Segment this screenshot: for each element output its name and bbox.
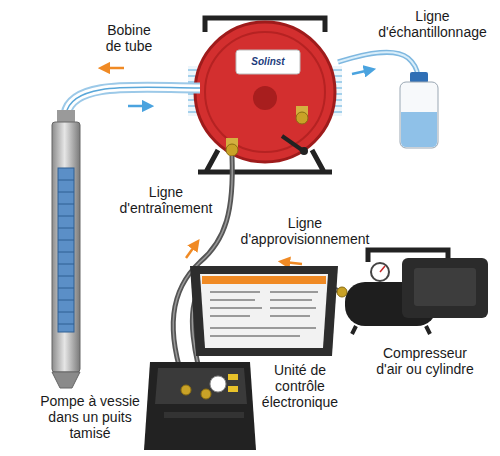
tube-reel-part [282,136,302,150]
sample-bottle-part [410,72,428,83]
control-unit-part [202,276,326,284]
air-compressor-part [402,258,488,318]
part-label: Pompe à vessie dans un puits tamisé [34,393,146,441]
sampling-tube-part [338,52,418,76]
control-unit-part [144,362,256,450]
control-unit-part [228,374,238,380]
flow-arrow-part [104,67,124,70]
part-label: Ligne d'approvisionnement [232,215,378,247]
sample-bottle [400,72,438,148]
flow-arrow-part [128,105,148,108]
reel-fittings [226,106,308,156]
tube-reel-part [236,50,300,74]
bladder-pump-part [58,180,74,324]
part-label: Ligne d'entraînement [112,184,220,216]
tube-bundle-part [66,87,200,114]
air-compressor-part [414,268,476,306]
tube-reel-part [253,86,277,110]
control-unit-part [200,274,328,348]
air-compressor-part [337,287,347,297]
flow-arrow [186,244,302,264]
control-unit-part [190,266,338,356]
control-unit-part [155,368,247,404]
bladder-pump-part [52,122,80,372]
bladder-pump-part [58,168,74,332]
part-label: Unité de contrôle électronique [256,362,344,410]
tube-bundle-part [66,87,200,114]
tube-reel [195,22,335,162]
control-unit [144,266,338,450]
flow-arrow-part [186,244,196,258]
control-unit-part [201,389,211,399]
flow-arrow-part [352,70,370,74]
control-unit-part [228,386,238,392]
air-compressor-part [371,263,389,281]
tube-reel-part [195,22,335,162]
part-label: Compresseur d'air ou cylindre [372,345,478,377]
air-compressor [337,250,488,334]
flow-arrow [104,68,148,106]
sampling-tube-part [338,52,418,76]
tube-bundle [66,87,200,114]
air-compressor-part [380,266,385,272]
reel-fittings-part [226,144,238,156]
control-unit-part [164,412,244,418]
bladder-pump [52,110,80,388]
tube-reel-part [300,147,308,155]
bladder-pump-part [52,372,80,388]
part-label: Ligne d'échantillonnage [370,8,495,40]
air-compressor-part [352,326,430,334]
flow-arrow-part [284,262,302,264]
control-unit-part [210,292,318,336]
tube-reel-part [205,32,325,152]
reel-fittings-part [296,112,308,124]
bladder-pump-part [57,110,75,122]
sampling-tube [338,52,418,76]
control-unit-part [181,385,191,395]
sample-bottle-part [400,82,438,148]
control-unit-part [210,376,226,392]
part-label: Bobine de tube [100,22,158,54]
tube-bundle-part [66,87,200,114]
flow-arrow [352,70,370,74]
sample-bottle-part [401,112,437,147]
brand-label: Solinst [236,56,300,68]
